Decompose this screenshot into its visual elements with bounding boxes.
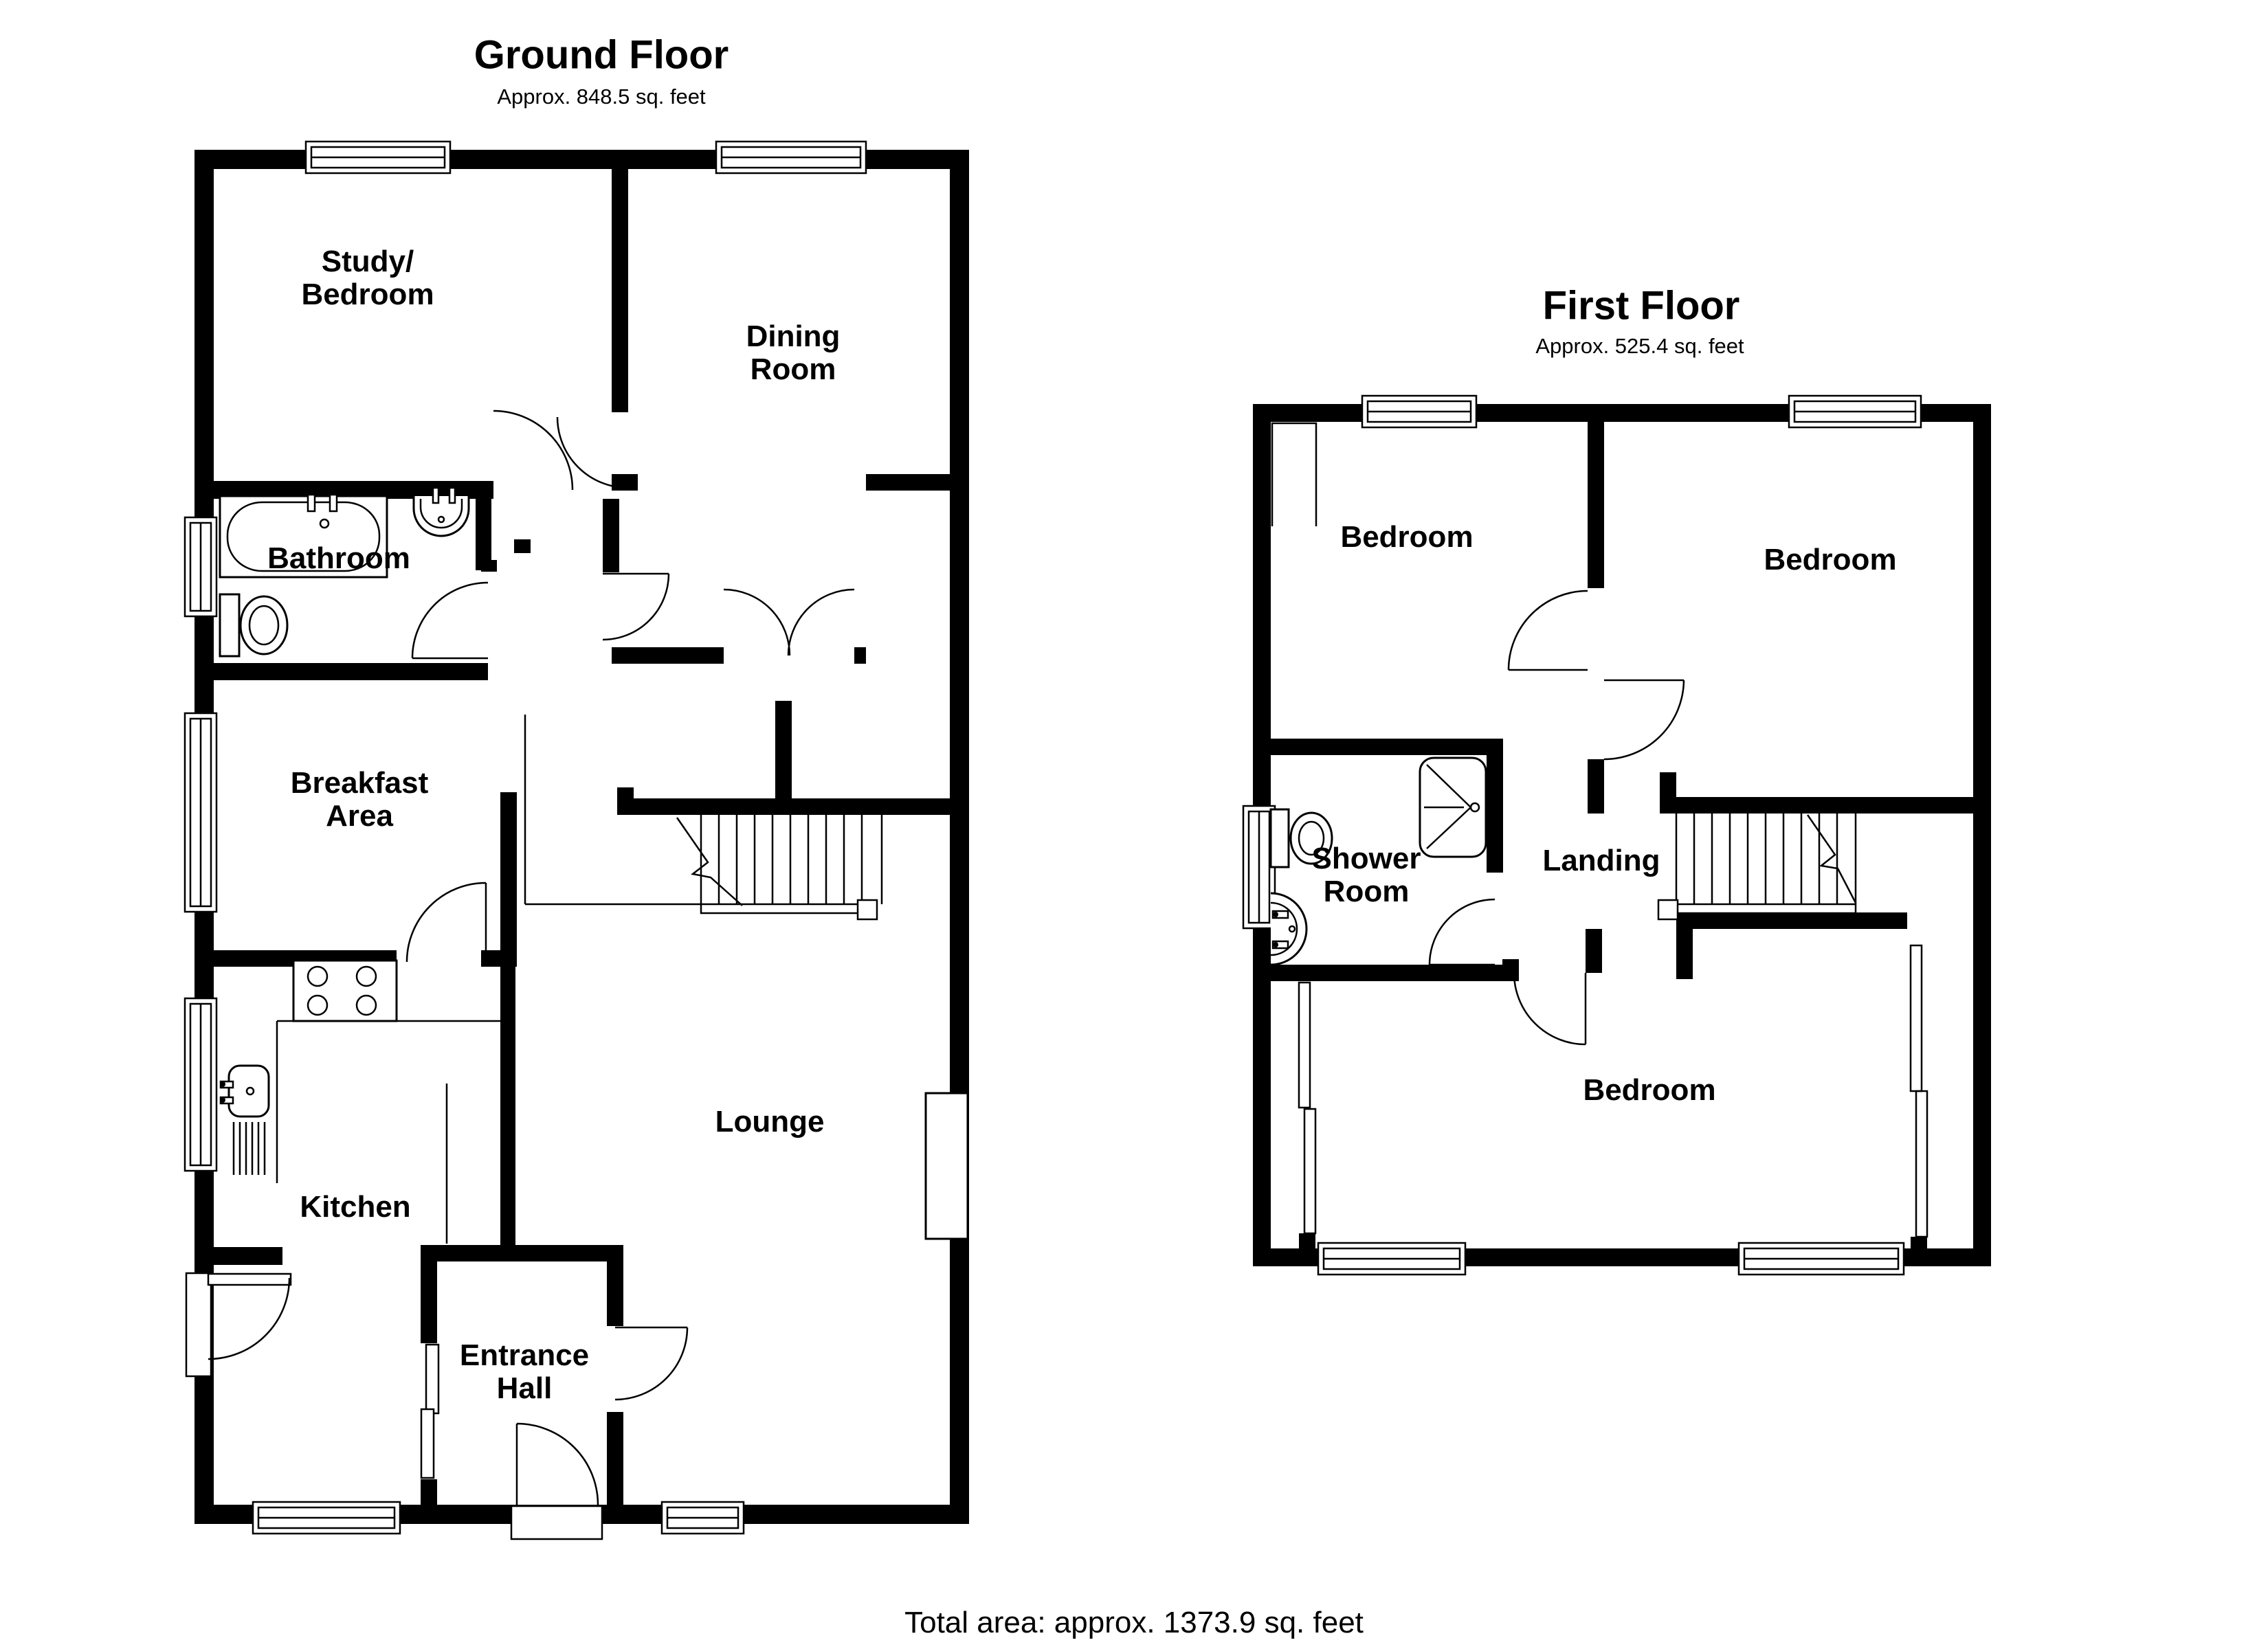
stove-icon bbox=[276, 959, 500, 1183]
chimney-breast bbox=[924, 1092, 969, 1240]
ground-floor-area: Approx. 848.5 sq. feet bbox=[497, 85, 706, 109]
kitchen-hall-door bbox=[420, 1343, 440, 1479]
window bbox=[660, 1501, 745, 1535]
kitchen-back-door bbox=[185, 1272, 292, 1378]
room-label-bathroom: Bathroom bbox=[267, 541, 410, 575]
room-label-bedroom-top-right: Bedroom bbox=[1764, 543, 1897, 576]
room-label-bedroom-top-left: Bedroom bbox=[1340, 520, 1474, 554]
window bbox=[1361, 394, 1478, 429]
double-door-arc-lounge bbox=[723, 588, 855, 656]
door-arc-hall bbox=[602, 572, 670, 641]
door-arc-shower-room bbox=[1428, 898, 1496, 966]
toilet-icon bbox=[219, 593, 289, 658]
door-arc-entrance-lounge bbox=[614, 1326, 689, 1401]
window bbox=[184, 712, 218, 913]
staircase-icon bbox=[524, 715, 883, 921]
door-arc-breakfast bbox=[405, 882, 487, 963]
ground-doors bbox=[185, 410, 855, 1540]
staircase-icon bbox=[1657, 814, 1857, 921]
stairs-up-arrow bbox=[1806, 814, 1857, 904]
toilet-icon bbox=[1269, 808, 1333, 868]
bathtub-icon bbox=[219, 489, 388, 579]
door-arc-study bbox=[493, 410, 574, 491]
room-label-bedroom-bottom: Bedroom bbox=[1583, 1073, 1716, 1107]
stairs-up-arrow bbox=[676, 817, 743, 906]
first-floor-title: First Floor bbox=[1542, 283, 1740, 328]
ground-windows bbox=[184, 140, 867, 1535]
shower-tray-icon bbox=[1419, 756, 1487, 858]
room-label-entrance-hall: Entrance Hall bbox=[459, 1338, 590, 1405]
window bbox=[304, 140, 452, 175]
door-arc-bedroom-bottom bbox=[1513, 972, 1587, 1046]
ground-floor-plan bbox=[184, 140, 969, 1540]
closet-icon bbox=[1271, 422, 1318, 526]
door-arc-bathroom bbox=[411, 581, 489, 660]
ground-interior-walls bbox=[214, 169, 950, 1505]
room-label-breakfast: Breakfast Area bbox=[290, 766, 429, 833]
first-floor-plan bbox=[1242, 394, 1991, 1276]
ground-floor-title: Ground Floor bbox=[474, 32, 729, 78]
room-label-landing: Landing bbox=[1542, 844, 1660, 877]
room-label-kitchen: Kitchen bbox=[300, 1190, 411, 1224]
room-label-lounge: Lounge bbox=[715, 1105, 825, 1138]
window bbox=[1737, 1242, 1905, 1276]
door-arc-bedroom-right bbox=[1603, 679, 1685, 761]
window bbox=[1317, 1242, 1467, 1276]
window bbox=[1788, 394, 1922, 429]
room-label-study: Study/ Bedroom bbox=[301, 245, 434, 311]
window bbox=[252, 1501, 401, 1535]
door-arc-dining bbox=[556, 416, 629, 489]
first-partition-strips bbox=[1271, 422, 1928, 1238]
window bbox=[715, 140, 867, 175]
window bbox=[184, 516, 218, 618]
first-interior-walls bbox=[1271, 422, 1973, 1248]
kitchen-sink-icon bbox=[219, 1064, 270, 1175]
first-doors bbox=[1428, 590, 1685, 1046]
door-arc-bedroom-left bbox=[1507, 590, 1588, 671]
bathroom-sink-icon bbox=[412, 482, 470, 537]
ground-fixtures bbox=[219, 482, 969, 1244]
room-label-shower-room: Shower Room bbox=[1311, 842, 1421, 908]
room-label-dining: Dining Room bbox=[746, 319, 841, 386]
first-fixtures bbox=[1269, 756, 1487, 966]
shower-sink-icon bbox=[1270, 892, 1308, 966]
front-door bbox=[510, 1422, 603, 1540]
first-floor-area: Approx. 525.4 sq. feet bbox=[1535, 334, 1744, 358]
ground-outer-walls bbox=[194, 150, 969, 1524]
window bbox=[184, 997, 218, 1172]
total-area-text: Total area: approx. 1373.9 sq. feet bbox=[904, 1606, 1364, 1639]
